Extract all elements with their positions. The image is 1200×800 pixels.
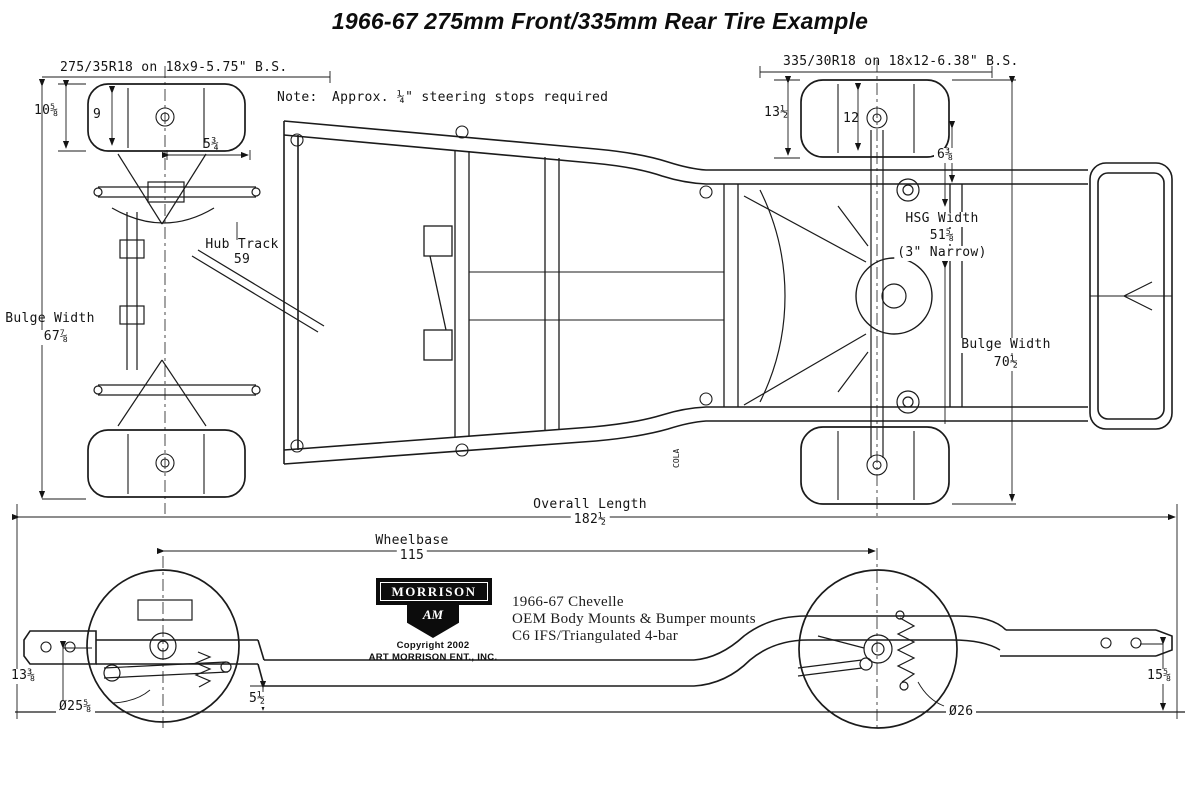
front-tire-spec-label: 275/35R18 on 18x9-5.75" B.S. [60, 60, 288, 75]
dim-rear-section-height: 13½ [764, 105, 789, 120]
dim-front-rim-width: 9 [93, 107, 102, 122]
frame-holes [290, 125, 713, 457]
hsg-width-value: 51⅝ [926, 228, 958, 244]
rear-tire-spec-label: 335/30R18 on 18x12-6.38" B.S. [783, 54, 1019, 69]
plan-dimension-lines [38, 66, 1016, 505]
rims-plan [127, 84, 915, 500]
drawing-title: 1966-67 275mm Front/335mm Rear Tire Exam… [331, 8, 869, 34]
overall-length-value: 182½ [570, 512, 610, 528]
dim-front-ride-height: 13⅜ [8, 668, 39, 684]
copyright-line2: ART MORRISON ENT., INC. [368, 652, 498, 663]
description-line2: OEM Body Mounts & Bumper mounts [512, 611, 756, 627]
bulge-width-front-label: Bulge Width [5, 311, 95, 326]
dim-front-tire-diameter: Ø25⅝ [56, 699, 95, 715]
description-line3: C6 IFS/Triangulated 4-bar [512, 628, 679, 644]
dim-front-section-height: 10⅝ [34, 103, 59, 118]
cola-label: COLA [672, 448, 681, 468]
note-text: Approx. ¼" steering stops required [332, 90, 609, 105]
hub-track-label: Hub Track [205, 237, 279, 252]
crossmembers [423, 150, 963, 437]
bulge-width-front-value: 67⅞ [40, 329, 72, 345]
wheel-centerlines [162, 548, 878, 730]
tires-plan [87, 79, 950, 505]
frame-rails [283, 120, 1173, 465]
wheelbase-value: 115 [396, 548, 428, 564]
bulge-width-rear-label: Bulge Width [958, 337, 1054, 353]
dim-rear-ride-height: 15⅝ [1144, 668, 1175, 684]
wheels-side [86, 569, 958, 729]
dim-rear-rim-width: 12 [843, 111, 860, 126]
dim-frame-ground-clearance: 5½ [246, 691, 269, 707]
top-view [38, 60, 1173, 518]
morrison-logo: MORRISON [376, 578, 492, 605]
dim-rear-tire-diameter: Ø26 [946, 704, 977, 720]
hub-track-value: 59 [233, 252, 251, 267]
front-suspension-plan [93, 153, 325, 427]
wheelbase-label: Wheelbase [372, 533, 452, 549]
bulge-width-rear-value: 70½ [990, 355, 1022, 371]
front-suspension-side [103, 599, 232, 688]
rear-suspension-side [797, 610, 916, 691]
copyright-line1: Copyright 2002 [396, 640, 470, 651]
morrison-logo-text: MORRISON [380, 582, 488, 601]
dim-front-backspacing: 5¾ [203, 137, 220, 152]
description-line1: 1966-67 Chevelle [512, 594, 624, 610]
rear-suspension-plan [743, 130, 933, 458]
axle-centerlines [164, 60, 878, 518]
overall-length-label: Overall Length [530, 497, 650, 513]
dim-rear-backspacing: 6⅜ [934, 147, 957, 163]
hsg-width-note: (3" Narrow) [894, 245, 990, 261]
hsg-width-label: HSG Width [902, 211, 982, 227]
note-label: Note: [277, 90, 318, 105]
